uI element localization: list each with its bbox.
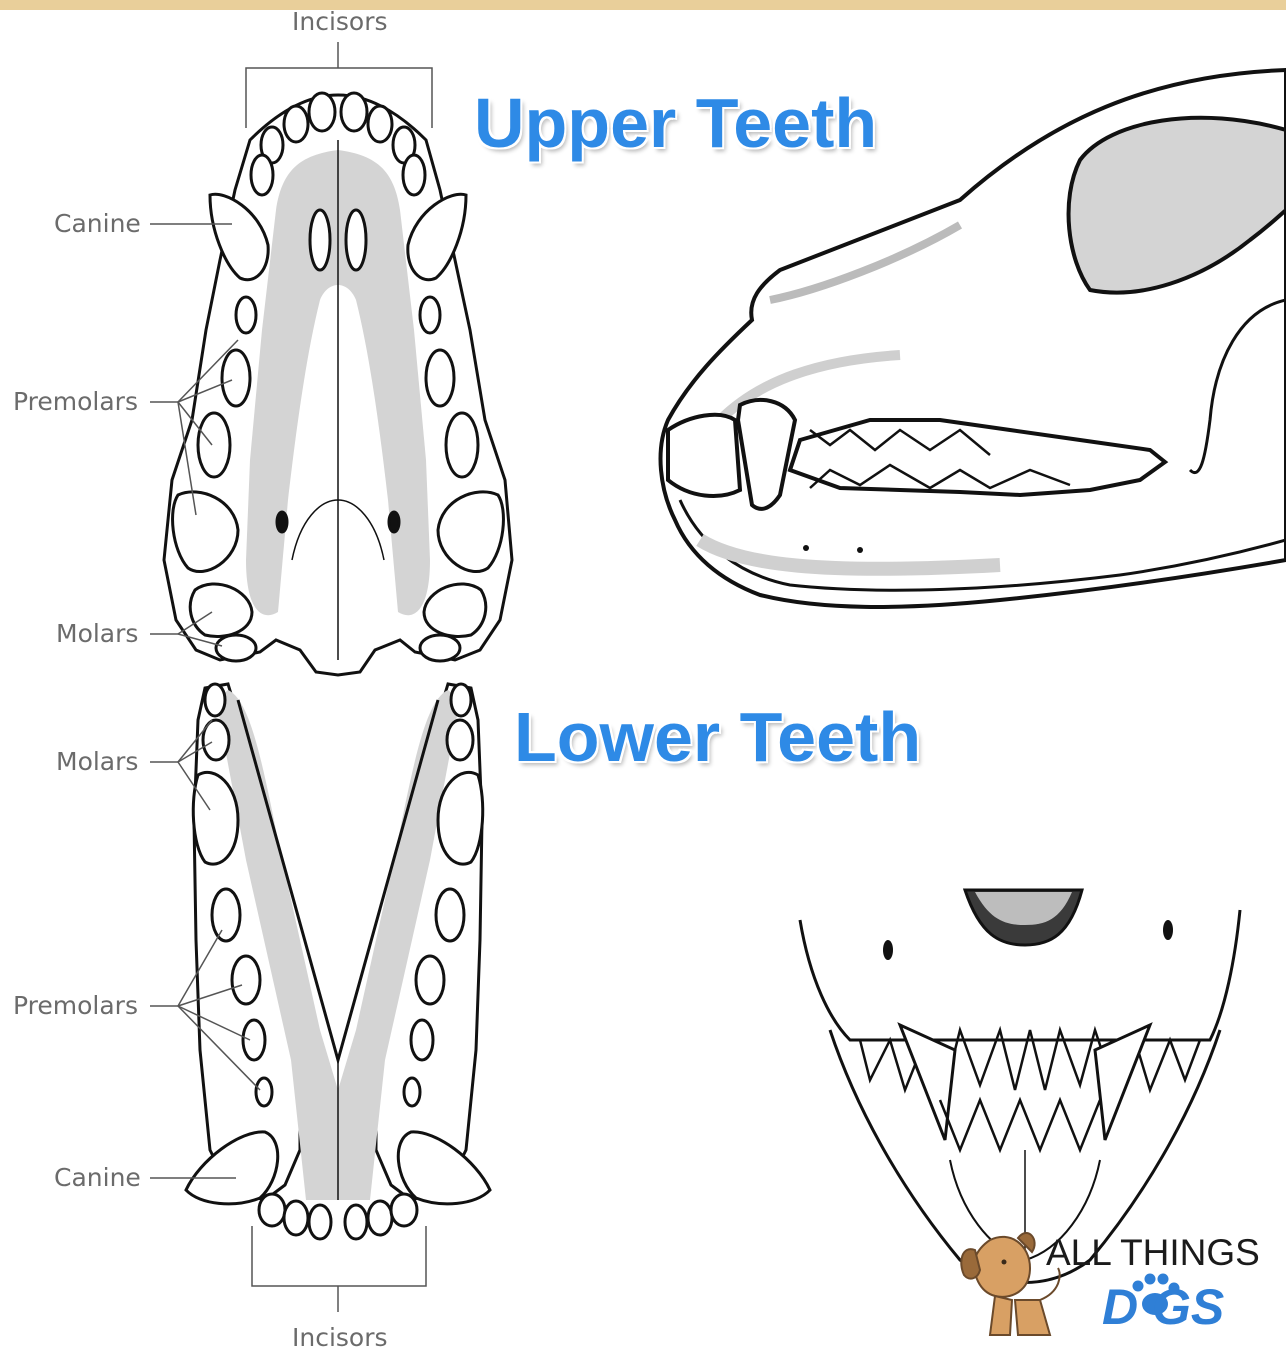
upper-incisors-label: Incisors xyxy=(292,9,388,34)
lower-teeth-title: Lower Teeth xyxy=(514,702,921,772)
logo-text-top: ALL THINGS xyxy=(1046,1234,1260,1271)
upper-canine-label: Canine xyxy=(54,211,141,236)
upper-molars-label: Molars xyxy=(56,621,138,646)
logo-text-bottom: D GS xyxy=(1102,1282,1224,1332)
upper-premolars-label: Premolars xyxy=(13,389,138,414)
lower-canine-label: Canine xyxy=(54,1165,141,1190)
lower-molars-label: Molars xyxy=(56,749,138,774)
upper-jaw-illustration xyxy=(164,93,512,675)
upper-teeth-title: Upper Teeth xyxy=(474,88,877,158)
lower-jaw-illustration xyxy=(186,684,490,1239)
lower-premolars-label: Premolars xyxy=(13,993,138,1018)
lower-incisors-label: Incisors xyxy=(292,1325,388,1350)
front-skull-illustration xyxy=(800,890,1240,1283)
logo-dog-icon xyxy=(961,1233,1059,1335)
